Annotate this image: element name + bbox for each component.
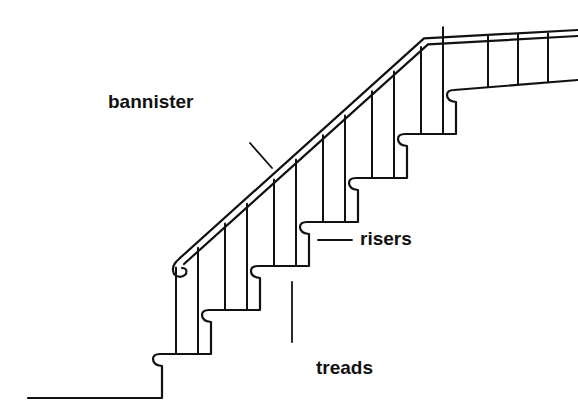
part-label: bannister: [108, 92, 194, 113]
baluster: [273, 179, 275, 266]
baluster: [517, 34, 519, 83]
leader-line: [318, 239, 352, 241]
leader-lines: [250, 143, 352, 342]
baluster: [246, 204, 248, 310]
leader-line: [291, 282, 293, 342]
rail-top: [180, 30, 578, 258]
baluster: [344, 116, 346, 223]
rail-bottom: [184, 36, 578, 264]
baluster: [224, 224, 226, 311]
rail-scroll: [173, 258, 187, 277]
part-label: risers: [360, 229, 412, 250]
baluster: [197, 248, 199, 354]
baluster: [175, 268, 177, 354]
stair-profile: [28, 80, 578, 398]
baluster: [322, 135, 324, 222]
part-label: treads: [316, 358, 373, 379]
baluster: [295, 160, 297, 266]
stair-outline: [28, 80, 578, 398]
baluster: [487, 36, 489, 87]
baluster: [547, 33, 549, 81]
baluster: [420, 47, 422, 134]
leader-line: [250, 143, 272, 168]
baluster: [393, 71, 395, 178]
baluster: [371, 91, 373, 178]
handrail: [173, 30, 578, 277]
balusters: [176, 27, 548, 354]
